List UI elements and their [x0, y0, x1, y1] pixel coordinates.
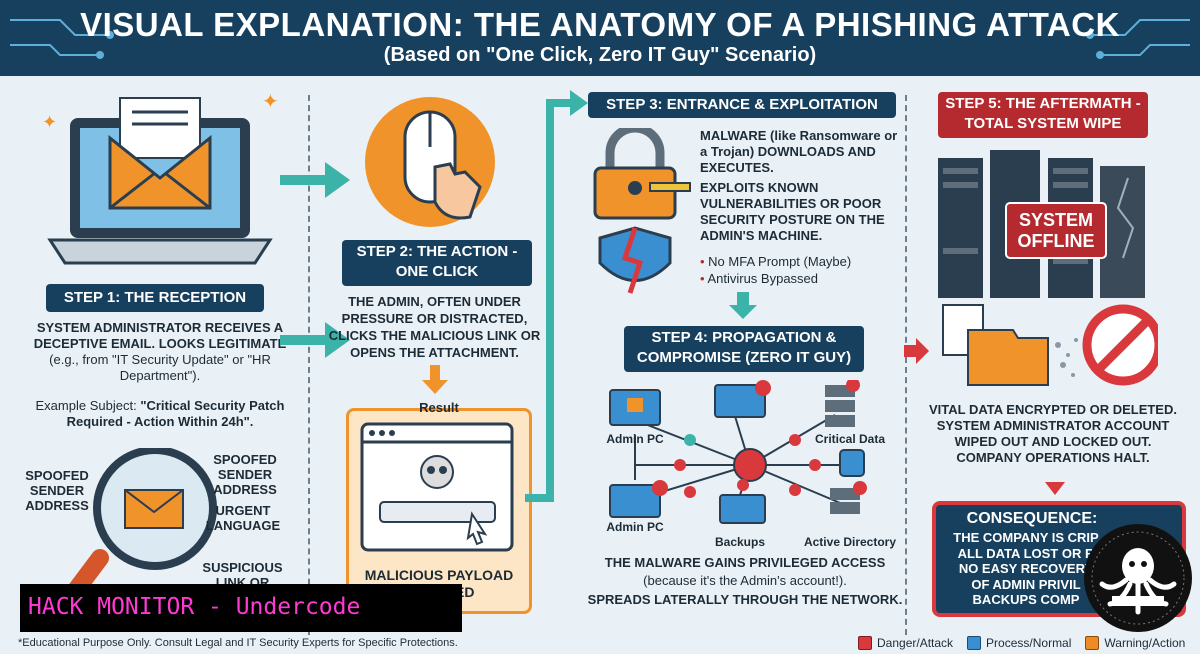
page-subtitle: (Based on "One Click, Zero IT Guy" Scena…	[383, 44, 817, 66]
legend-item-process: Process/Normal	[967, 636, 1071, 650]
step3-label: STEP 3: ENTRANCE & EXPLOITATION	[588, 92, 896, 118]
legend-swatch	[967, 636, 982, 650]
mouse-click-icon	[365, 97, 495, 227]
step4-desc-spread: SPREADS LATERALLY THROUGH THE NETWORK.	[587, 592, 903, 607]
legend-swatch	[858, 636, 872, 650]
subject-text: "Critical Security Patch Required - Acti…	[66, 398, 285, 429]
step3-bullets: • No MFA Prompt (Maybe) • Antivirus Bypa…	[700, 253, 900, 287]
legend-swatch	[1085, 636, 1100, 650]
arrow-down-icon	[422, 365, 448, 394]
step4-label: STEP 4: PROPAGATION & COMPROMISE (ZERO I…	[624, 326, 864, 372]
step1-desc-rest: LOOKS LEGITIMATE	[158, 336, 287, 351]
connector-arrow	[525, 90, 588, 502]
step1-subject: Example Subject: "Critical Security Patc…	[20, 398, 300, 430]
circuit-decoration	[10, 19, 1190, 59]
laptop-email-illustration: ✦ ✦	[42, 89, 279, 265]
consequence-lines: THE COMPANY IS CRIP ALL DATA LOST OR R N…	[946, 530, 1106, 608]
svg-text:✦: ✦	[262, 89, 279, 113]
step3-line1: MALWARE (like Ransomware or a Trojan) DO…	[700, 128, 898, 175]
system-offline-text: SYSTEM OFFLINE	[1017, 210, 1095, 251]
malicious-browser-illustration	[360, 422, 514, 552]
svg-text:✦: ✦	[42, 112, 57, 133]
legend-label: Danger/Attack	[877, 636, 954, 650]
network-diagram	[609, 380, 867, 524]
server-offline-illustration	[938, 150, 1145, 298]
divider-1	[308, 95, 310, 635]
callout-spoofed-right: SPOOFED SENDER ADDRESS	[213, 452, 277, 497]
step2-label: STEP 2: THE ACTION - ONE CLICK	[342, 240, 532, 286]
node-backups: Backups	[714, 535, 766, 549]
consequence-line: NO EASY RECOVERY	[958, 561, 1094, 576]
step3-line2: EXPLOITS KNOWN VULNERABILITIES OR POOR S…	[700, 180, 885, 243]
step4-desc-bold: THE MALWARE GAINS PRIVILEGED ACCESS	[604, 555, 886, 570]
payload-label: MALICIOUS PAYLOAD	[364, 567, 514, 583]
callout-spoofed-left: SPOOFED SENDER ADDRESS	[25, 468, 89, 513]
disclaimer: *Educational Purpose Only. Consult Legal…	[18, 637, 458, 649]
lock-shield-illustration	[593, 128, 691, 294]
header-banner	[0, 0, 1200, 76]
bullet-item: • No MFA Prompt (Maybe)	[700, 254, 852, 269]
legend-label: Process/Normal	[986, 636, 1072, 650]
step1-description: SYSTEM ADMINISTRATOR RECEIVES A DECEPTIV…	[20, 320, 300, 384]
consequence-line: THE COMPANY IS CRIP	[953, 530, 1099, 545]
step2-description: THE ADMIN, OFTEN UNDER PRESSURE OR DISTR…	[328, 294, 541, 360]
arrow-down-icon	[1045, 482, 1065, 495]
callout-urgent: URGENT LANGUAGE	[205, 503, 281, 533]
watermark-banner	[20, 584, 462, 632]
watermark-text: HACK MONITOR - Undercode	[28, 594, 361, 620]
legend: Danger/Attack Process/Normal Warning/Act…	[858, 636, 1185, 650]
page-title: VISUAL EXPLANATION: THE ANATOMY OF A PHI…	[80, 6, 1120, 43]
bullet-no-mfa: No MFA Prompt (Maybe)	[708, 254, 852, 269]
step4-desc-paren: (because it's the Admin's account!).	[643, 573, 847, 588]
step5-description: VITAL DATA ENCRYPTED OR DELETED. SYSTEM …	[929, 402, 1177, 465]
legend-item-warning: Warning/Action	[1085, 636, 1185, 650]
step1-desc-example: (e.g., from "IT Security Update" or "HR …	[49, 352, 271, 383]
legend-label: Warning/Action	[1104, 636, 1186, 650]
consequence-line: OF ADMIN PRIVIL	[971, 576, 1081, 592]
result-label: Result	[419, 400, 459, 415]
node-critical-data: Critical Data	[814, 432, 886, 446]
node-active-directory: Active Directory	[803, 535, 897, 549]
step5-label: STEP 5: THE AFTERMATH - TOTAL SYSTEM WIP…	[938, 92, 1148, 138]
arrow-right-icon	[904, 338, 929, 364]
arrows-step1-step2	[280, 162, 350, 358]
node-admin-pc-bottom: Admin PC	[606, 520, 664, 534]
node-admin-pc-top: Admin PC	[606, 432, 664, 446]
arrow-right-icon	[280, 322, 350, 358]
arrow-down-icon	[729, 292, 757, 319]
bullet-antivirus: Antivirus Bypassed	[707, 271, 819, 286]
data-wipe-illustration	[942, 304, 1158, 386]
step1-desc-bold: SYSTEM ADMINISTRATOR RECEIVES A DECEPTIV…	[33, 320, 284, 351]
consequence-title: CONSEQUENCE:	[966, 510, 1098, 527]
subject-prefix: Example Subject:	[35, 398, 137, 413]
octopus-logo-icon	[1084, 524, 1192, 632]
bullet-item: • Antivirus Bypassed	[700, 271, 819, 286]
step1-label: STEP 1: THE RECEPTION	[46, 284, 264, 312]
consequence-line: ALL DATA LOST OR R	[957, 545, 1095, 561]
legend-item-danger: Danger/Attack	[858, 636, 953, 650]
divider-2	[905, 95, 907, 635]
consequence-line: BACKUPS COMP	[972, 592, 1080, 607]
arrow-right-icon	[280, 162, 350, 198]
